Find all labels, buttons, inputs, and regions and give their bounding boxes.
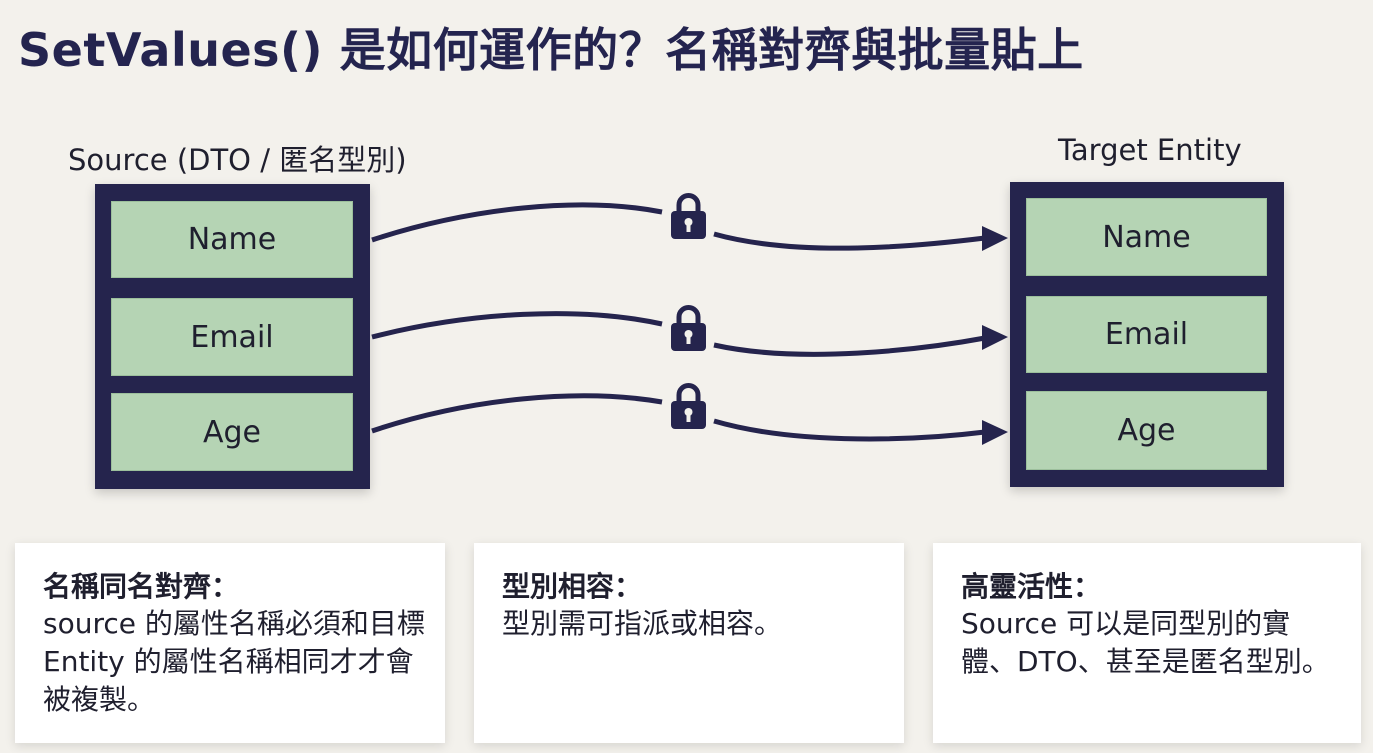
target-field-age: Age <box>1026 391 1267 470</box>
card-body: 型別需可指派或相容。 <box>502 607 783 640</box>
page-title: SetValues() 是如何運作的？名稱對齊與批量貼上 <box>18 23 1084 77</box>
lock-icon <box>671 383 706 429</box>
connector-age <box>371 393 663 434</box>
lock-icon <box>671 193 706 239</box>
arrowhead-age <box>982 420 1008 445</box>
target-field-email: Email <box>1026 296 1267 373</box>
target-label: Target Entity <box>1058 133 1242 167</box>
connector-name-arrow <box>713 231 986 251</box>
source-field-email: Email <box>111 298 353 376</box>
connector-email-arrow <box>713 335 986 357</box>
connector-name <box>371 202 663 243</box>
arrowhead-email <box>982 325 1008 350</box>
info-card-type-compat: 型別相容： 型別需可指派或相容。 <box>474 543 904 743</box>
card-heading: 高靈活性： <box>961 570 1102 603</box>
card-body: source 的屬性名稱必須和目標 Entity 的屬性名稱相同才才會被複製。 <box>43 607 425 716</box>
info-card-name-alignment: 名稱同名對齊： source 的屬性名稱必須和目標 Entity 的屬性名稱相同… <box>15 543 445 743</box>
connector-age-arrow <box>713 418 986 442</box>
card-body: Source 可以是同型別的實體、DTO、甚至是匿名型別。 <box>961 607 1330 678</box>
card-heading: 名稱同名對齊： <box>43 570 240 603</box>
connector-email <box>371 311 663 340</box>
source-field-age: Age <box>111 393 353 471</box>
card-heading: 型別相容： <box>502 570 643 603</box>
source-field-name: Name <box>111 201 353 278</box>
arrowhead-name <box>982 226 1008 251</box>
info-card-flexibility: 高靈活性： Source 可以是同型別的實體、DTO、甚至是匿名型別。 <box>933 543 1361 743</box>
source-label: Source (DTO / 匿名型別) <box>68 143 407 177</box>
target-field-name: Name <box>1026 198 1267 276</box>
lock-icon <box>671 305 706 351</box>
